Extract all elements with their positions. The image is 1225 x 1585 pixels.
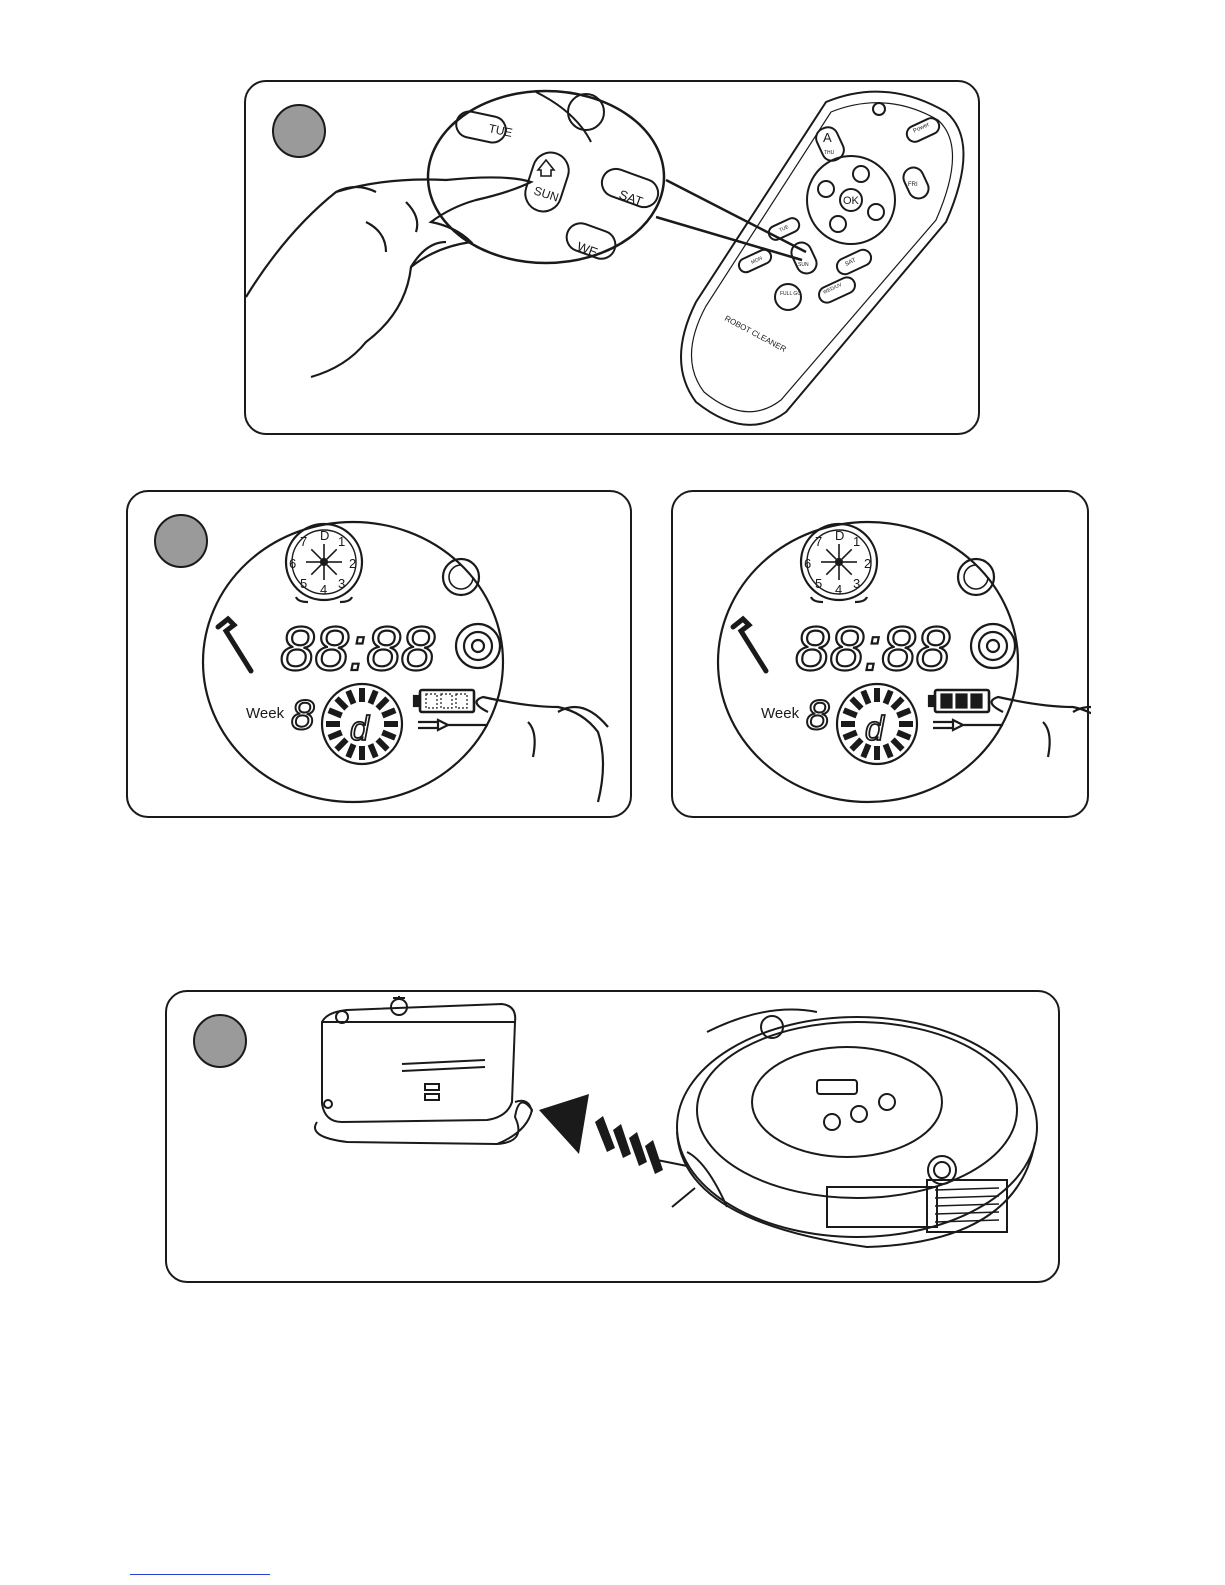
clock-number: 3: [853, 576, 860, 591]
label-tue: TUE: [487, 121, 513, 140]
vent-grille: [935, 1188, 999, 1222]
time-readout: 88:88: [795, 615, 951, 684]
down-arrow-button: [568, 94, 604, 130]
clock-number: 5: [815, 576, 822, 591]
docking-illustration: [167, 992, 1062, 1285]
clock-number: 1: [338, 534, 345, 549]
charging-base: [315, 996, 532, 1144]
label-sat: SAT: [617, 187, 645, 209]
wrench-icon: [218, 619, 251, 671]
label-full-go: FULL GO: [780, 291, 801, 297]
label-sun-small: SUN: [798, 262, 809, 268]
clock-number: 2: [864, 556, 871, 571]
center-digit: d: [865, 710, 885, 748]
battery-icon: [420, 690, 474, 712]
clock-number: D: [320, 528, 329, 543]
time-readout: 88:88: [280, 615, 436, 684]
plug-icon: [418, 720, 488, 730]
clock-number: 3: [338, 576, 345, 591]
wrench-icon: [733, 619, 766, 671]
robot-cleaner: [677, 1010, 1037, 1248]
remote-illustration: A THU Power FRI OK TUE MON SUN SAT FULL …: [246, 82, 982, 437]
week-digit: 8: [291, 691, 315, 738]
clock-number: D: [835, 528, 844, 543]
week-label: Week: [246, 705, 285, 722]
week-label: Week: [761, 705, 800, 722]
footer-rule: [130, 1574, 270, 1575]
label-fri: FRI: [908, 182, 918, 188]
label-sun: SUN: [532, 184, 560, 205]
clock-number: 6: [289, 556, 296, 571]
spot-clean-icon: [456, 624, 500, 668]
label-mon: MON: [750, 255, 763, 266]
spot-clean-icon: [971, 624, 1015, 668]
direction-arrow: [539, 1094, 663, 1174]
week-digit: 8: [806, 691, 830, 738]
label-brand: ROBOT CLEANER: [723, 314, 788, 354]
clock-number: 4: [835, 582, 842, 597]
center-digit: d: [350, 710, 370, 748]
label-tue-small: TUE: [778, 224, 790, 234]
label-ok: OK: [843, 195, 860, 207]
clock-number: 5: [300, 576, 307, 591]
clock-number: 6: [804, 556, 811, 571]
step-panel-docking: [165, 990, 1060, 1283]
clock-number: 2: [349, 556, 356, 571]
pointing-hand: [477, 697, 608, 802]
clock-number: 1: [853, 534, 860, 549]
pointing-hand: [992, 697, 1091, 802]
label-sat-small: SAT: [844, 257, 857, 267]
label-thu: THU: [824, 150, 835, 156]
pointing-hand: [246, 177, 531, 377]
plug-icon: [933, 720, 1003, 730]
clock-number: 7: [815, 534, 822, 549]
clock-number: 7: [300, 534, 307, 549]
home-icon: [538, 160, 554, 176]
clock-number: 4: [320, 582, 327, 597]
magnifier-ellipse: [428, 91, 664, 263]
label-a: A: [823, 130, 832, 145]
step-panel-remote: A THU Power FRI OK TUE MON SUN SAT FULL …: [244, 80, 980, 435]
